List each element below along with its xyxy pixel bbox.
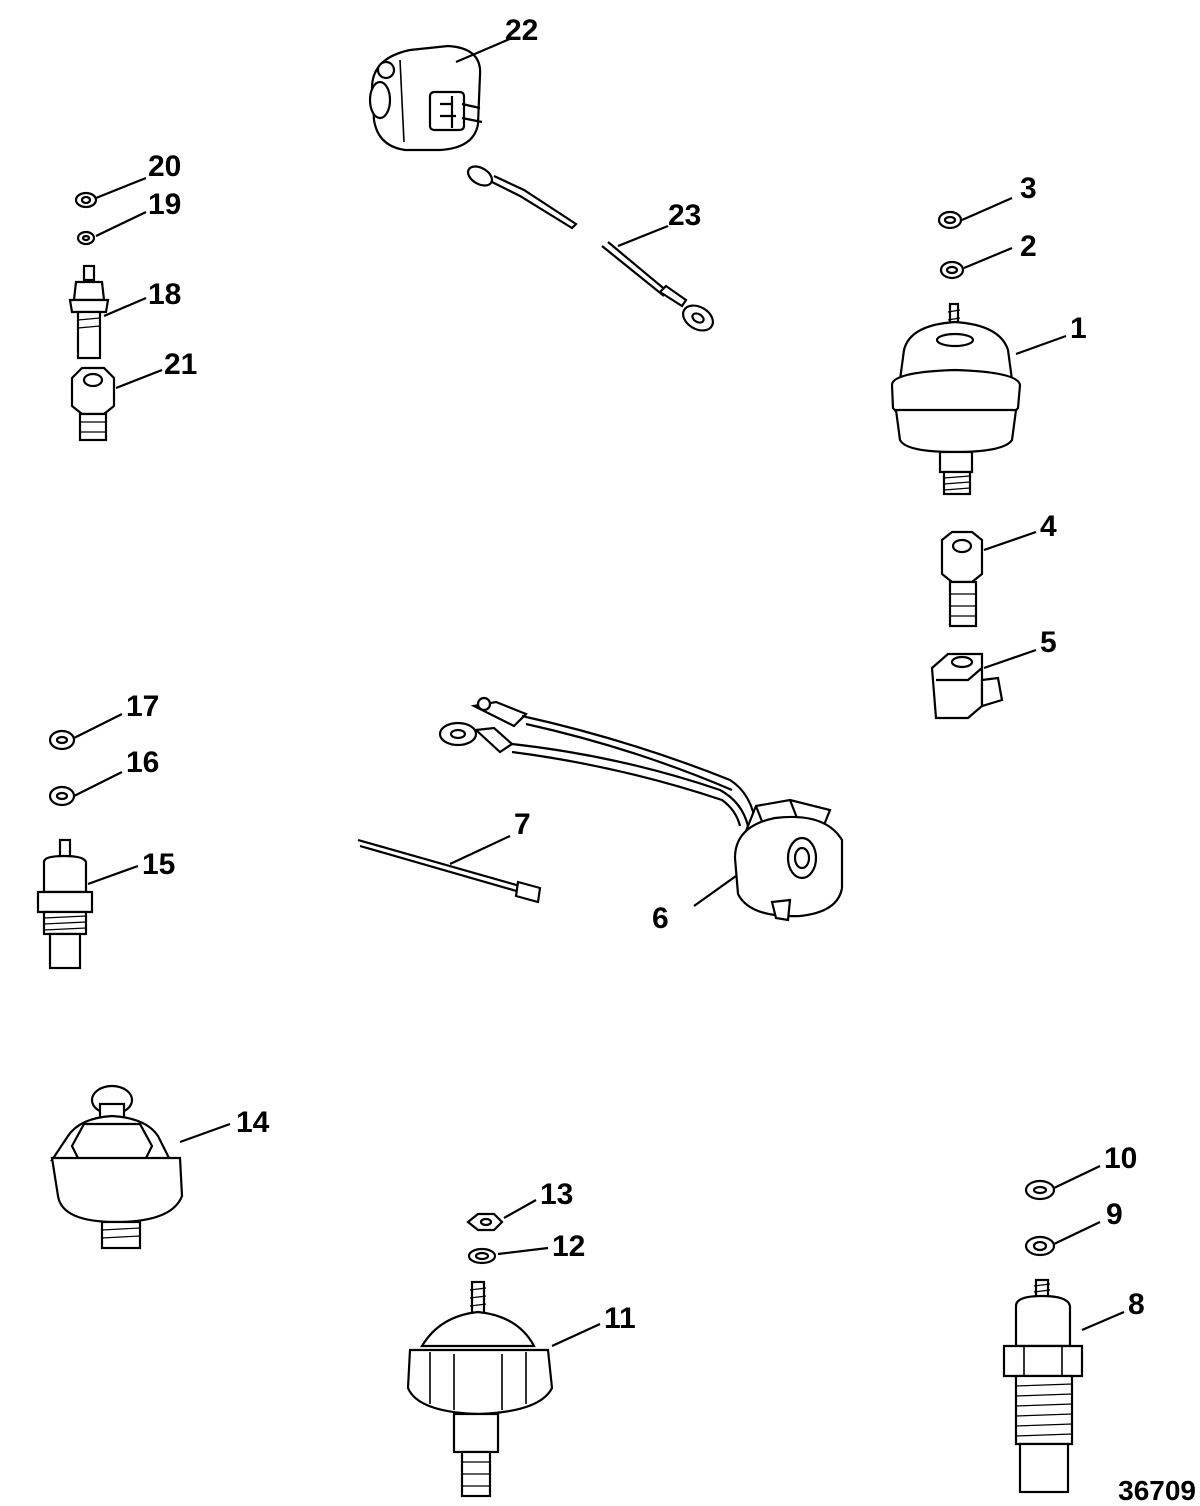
part-18-sensor — [68, 264, 110, 360]
leader-3 — [961, 196, 1013, 222]
leader-15 — [87, 864, 139, 886]
part-5-elbow — [930, 652, 1004, 720]
part-17-nut — [48, 729, 76, 751]
callout-21: 21 — [164, 348, 197, 381]
callout-18: 18 — [148, 278, 181, 311]
leader-17 — [73, 713, 123, 739]
leader-14 — [179, 1122, 231, 1144]
part-9-washer — [1024, 1235, 1056, 1257]
leader-21 — [115, 368, 163, 390]
callout-7: 7 — [514, 808, 531, 841]
leader-13 — [503, 1199, 537, 1219]
part-19-washer — [76, 230, 96, 246]
part-11-sender — [406, 1280, 554, 1498]
part-7-cable-tie — [357, 838, 542, 904]
leader-23 — [617, 224, 669, 248]
callout-10: 10 — [1104, 1142, 1137, 1175]
leader-8 — [1081, 1310, 1125, 1332]
leader-19 — [95, 211, 147, 237]
callout-3: 3 — [1020, 172, 1037, 205]
part-16-washer — [48, 785, 76, 807]
leader-16 — [73, 771, 123, 797]
callout-4: 4 — [1040, 510, 1057, 543]
leader-22 — [455, 36, 513, 64]
leader-lines — [73, 36, 1125, 1347]
callout-20: 20 — [148, 150, 181, 183]
callout-12: 12 — [552, 1230, 585, 1263]
part-4-fitting — [940, 530, 984, 628]
part-22-lead — [466, 165, 578, 230]
leader-7 — [449, 835, 511, 865]
leader-2 — [963, 246, 1013, 270]
leader-4 — [983, 530, 1037, 552]
part-6-harness — [438, 696, 844, 922]
leader-6 — [693, 875, 737, 907]
callout-5: 5 — [1040, 626, 1057, 659]
part-10-nut — [1024, 1179, 1056, 1201]
leader-9 — [1053, 1221, 1101, 1245]
callout-6: 6 — [652, 902, 669, 935]
callout-16: 16 — [126, 746, 159, 779]
part-12-washer — [467, 1247, 497, 1265]
leader-10 — [1053, 1165, 1101, 1189]
part-3-nut — [937, 210, 963, 230]
callout-9: 9 — [1106, 1198, 1123, 1231]
callout-15: 15 — [142, 848, 175, 881]
callout-17: 17 — [126, 690, 159, 723]
callout-11: 11 — [604, 1302, 636, 1335]
callout-14: 14 — [236, 1106, 270, 1139]
callout-labels: 22 23 20 19 18 21 3 2 1 4 5 17 16 15 7 6… — [126, 14, 1145, 1335]
part-21-fitting — [70, 366, 116, 442]
leader-20 — [95, 176, 147, 200]
part-1-sender — [890, 302, 1022, 496]
leader-11 — [551, 1323, 601, 1347]
leader-18 — [103, 296, 147, 318]
leader-1 — [1015, 334, 1067, 356]
callout-13: 13 — [540, 1178, 573, 1211]
part-23-wire — [601, 241, 715, 332]
callout-8: 8 — [1128, 1288, 1145, 1321]
part-14-sender — [49, 1084, 184, 1250]
callout-19: 19 — [148, 188, 181, 221]
part-15-sensor — [36, 838, 94, 970]
leader-5 — [983, 648, 1037, 670]
callout-1: 1 — [1070, 312, 1087, 345]
figure-number: 36709 — [1118, 1475, 1196, 1506]
leader-12 — [497, 1246, 549, 1256]
part-13-nut — [466, 1212, 504, 1232]
callout-23: 23 — [668, 199, 701, 232]
callout-22: 22 — [505, 14, 538, 47]
callout-2: 2 — [1020, 230, 1037, 263]
part-2-washer — [939, 260, 965, 280]
part-22-connector — [368, 44, 483, 152]
part-20-nut — [74, 191, 98, 209]
part-8-sensor — [1002, 1278, 1084, 1494]
